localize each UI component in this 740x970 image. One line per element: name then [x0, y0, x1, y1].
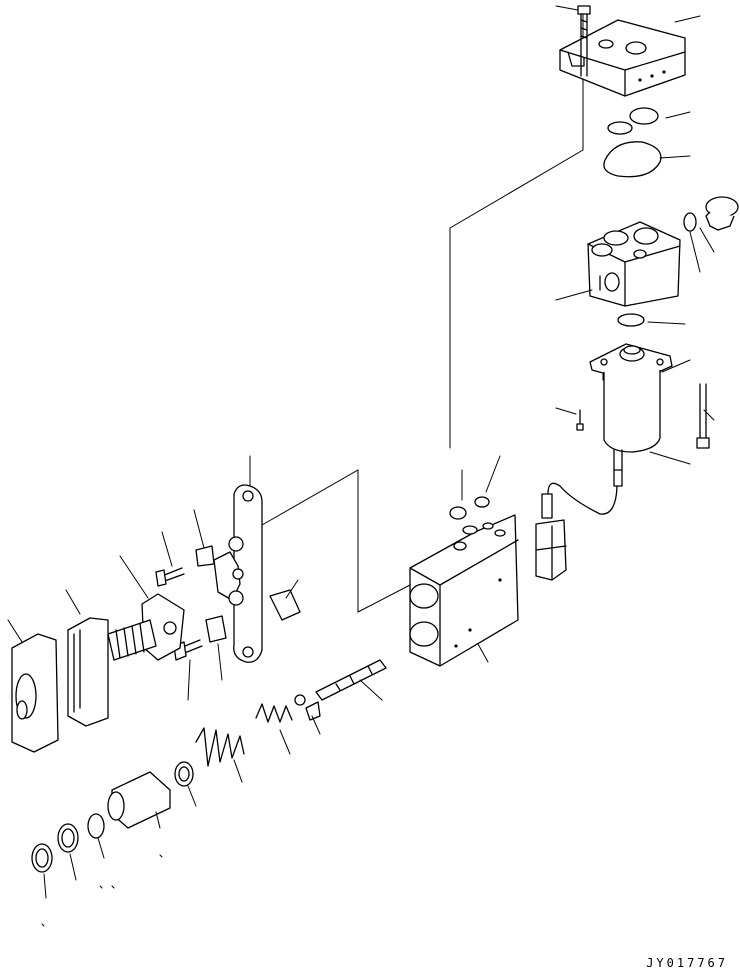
piston: [108, 772, 170, 828]
large-spring: [196, 728, 244, 766]
top-o-rings: [604, 108, 661, 177]
assembly-axis-lines: [262, 10, 690, 612]
gasket: [68, 618, 108, 726]
mid-o-ring: [618, 314, 644, 326]
small-spring: [256, 704, 292, 722]
drawing-code-label: JY017767: [646, 956, 728, 970]
top-valve-block: [560, 20, 685, 96]
lever-plates: [196, 546, 226, 642]
small-o-rings: [450, 497, 489, 519]
spool-washer: [295, 695, 320, 720]
solenoid-bolts: [577, 384, 709, 448]
leader-lines: [8, 6, 714, 926]
mid-housing: [588, 222, 680, 306]
lever-bolts: [156, 568, 202, 660]
connector: [536, 483, 617, 580]
lever-link: [214, 485, 300, 662]
threaded-stud: [108, 620, 156, 660]
end-cover: [12, 634, 58, 752]
solenoid: [590, 344, 672, 486]
plug: [684, 197, 738, 231]
spring-seat: [175, 762, 193, 786]
retaining-rings: [32, 814, 104, 872]
main-valve-block: [410, 515, 518, 666]
spool: [316, 660, 386, 700]
top-block-bolt: [578, 6, 590, 76]
